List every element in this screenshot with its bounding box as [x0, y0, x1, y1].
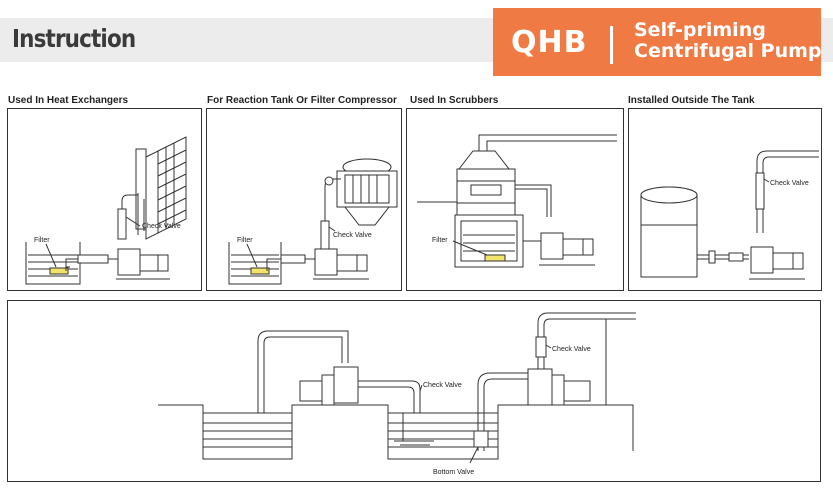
check-valve-label: Check Valve — [142, 223, 181, 230]
caption-scrubbers: Used In Scrubbers — [410, 95, 499, 106]
filter-icon — [49, 267, 69, 275]
pump-icon — [298, 366, 360, 406]
panel-scrubbers: Filter — [406, 108, 624, 291]
pump-icon — [749, 246, 805, 280]
pump-icon — [116, 248, 170, 280]
reaction-tank — [336, 158, 398, 226]
pump-icon — [313, 248, 369, 280]
filter-label: Filter — [237, 237, 253, 244]
brand-separator — [610, 26, 613, 64]
caption-heat-exchangers: Used In Heat Exchangers — [8, 95, 129, 106]
check-valve-icon — [755, 172, 765, 210]
pump-icon — [539, 232, 595, 266]
check-valve-label-right: Check Valve — [552, 346, 591, 353]
storage-tank — [640, 186, 698, 278]
filter-label: Filter — [34, 237, 50, 244]
panel-outside-tank: Check Valve — [628, 108, 822, 291]
panel-reaction-tank: Check Valve Filter — [206, 108, 402, 291]
ground-line — [158, 404, 634, 460]
brand-name-line1: Self-priming — [634, 19, 766, 41]
panel-heat-exchangers: Check Valve Filter — [7, 108, 202, 291]
check-valve-label: Check Valve — [333, 232, 372, 239]
check-valve-icon — [117, 208, 127, 240]
bottom-valve-icon — [473, 430, 489, 448]
brand-banner — [493, 8, 821, 76]
caption-outside-tank: Installed Outside The Tank — [628, 95, 755, 106]
scrubber-tower — [456, 150, 516, 216]
page-title: Instruction — [12, 24, 136, 53]
pump-icon — [524, 368, 594, 406]
bottom-valve-label: Bottom Valve — [433, 469, 474, 476]
caption-reaction-tank: For Reaction Tank Or Filter Compressor — [207, 95, 397, 106]
scrubber-tank — [454, 214, 524, 268]
brand-name-line2: Centrifugal Pump — [634, 40, 822, 62]
filter-icon — [484, 254, 506, 262]
filter-label: Filter — [432, 237, 448, 244]
brand-name: Self-priming Centrifugal Pump — [634, 20, 822, 62]
heat-exchanger — [135, 136, 187, 240]
filter-icon — [250, 267, 270, 275]
brand-code: QHB — [511, 25, 588, 60]
check-valve-label: Check Valve — [770, 180, 809, 187]
water-tank — [25, 242, 81, 285]
check-valve-label-left: Check Valve — [423, 382, 462, 389]
check-valve-icon — [320, 220, 330, 250]
panel-installation-overview: Check Valve Bottom Valve Check Valve — [7, 300, 821, 482]
check-valve-icon — [535, 336, 547, 358]
